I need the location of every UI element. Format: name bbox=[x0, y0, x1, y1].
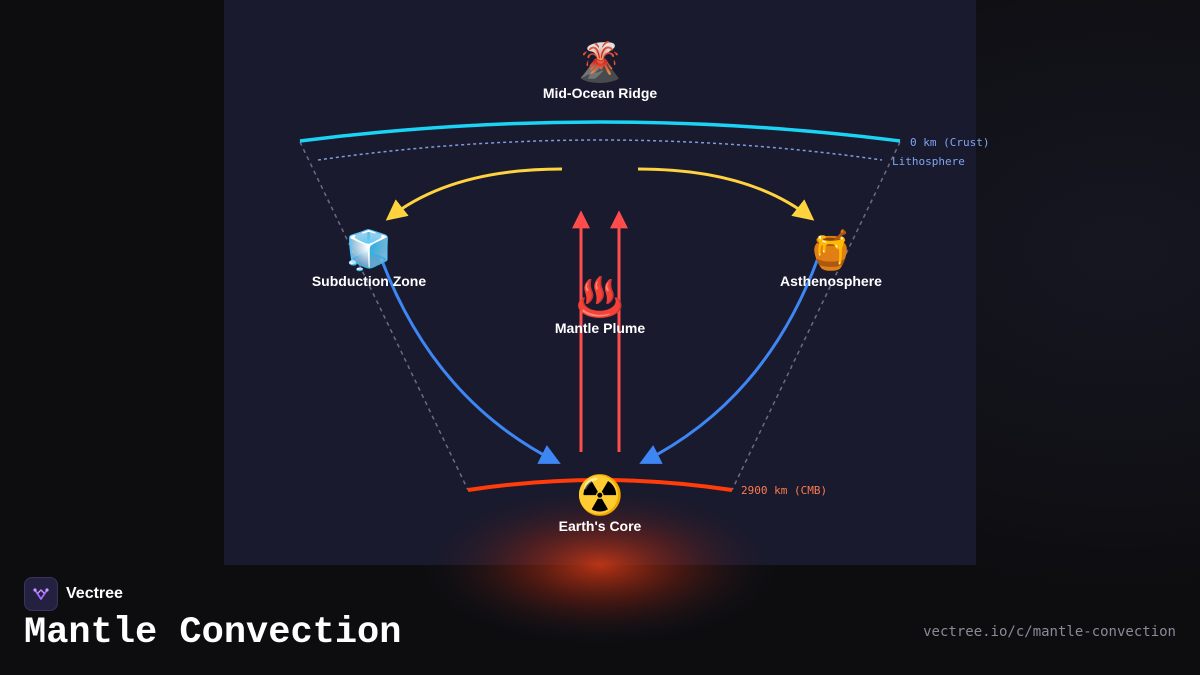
node-subduction-zone[interactable]: 🧊 Subduction Zone bbox=[259, 228, 479, 290]
hot-springs-icon: ♨️ bbox=[576, 275, 624, 319]
node-asthenosphere[interactable]: 🍯 Asthenosphere bbox=[721, 228, 941, 290]
brand[interactable]: Vectree bbox=[24, 577, 123, 611]
node-earths-core[interactable]: ☢️ Earth's Core bbox=[490, 473, 710, 535]
crust-arc bbox=[299, 120, 901, 143]
node-label: Earth's Core bbox=[558, 518, 642, 534]
core-glow bbox=[420, 485, 780, 645]
honey-pot-icon: 🍯 bbox=[807, 228, 855, 272]
spreading-arrow-right bbox=[637, 167, 815, 221]
volcano-icon: 🌋 bbox=[576, 40, 624, 84]
diagram-canvas bbox=[299, 120, 901, 645]
cmb-depth-label: 2900 km (CMB) bbox=[741, 484, 828, 497]
radioactive-icon: ☢️ bbox=[576, 473, 624, 517]
left-boundary-line bbox=[299, 141, 469, 491]
footer: Vectree Mantle Convection vectree.io/c/m… bbox=[0, 565, 1200, 675]
cmb-arc bbox=[467, 478, 733, 492]
lithosphere-label: Lithosphere bbox=[892, 155, 965, 168]
diagram-panel: 0 km (Crust) Lithosphere 2900 km (CMB) 🌋… bbox=[224, 0, 989, 645]
right-boundary-line bbox=[731, 141, 901, 491]
brand-name: Vectree bbox=[66, 585, 123, 602]
vectree-logo-icon bbox=[24, 577, 58, 611]
node-mid-ocean-ridge[interactable]: 🌋 Mid-Ocean Ridge bbox=[490, 40, 710, 102]
lithosphere-arc bbox=[317, 139, 883, 161]
node-label: Subduction Zone bbox=[311, 273, 427, 289]
node-label: Asthenosphere bbox=[780, 273, 882, 289]
sinking-arrow-right bbox=[639, 257, 820, 464]
node-label: Mid-Ocean Ridge bbox=[542, 85, 658, 101]
node-label: Mantle Plume bbox=[554, 320, 646, 336]
page-title: Mantle Convection bbox=[24, 612, 402, 654]
node-mantle-plume[interactable]: ♨️ Mantle Plume bbox=[490, 275, 710, 337]
sinking-arrow-left bbox=[379, 257, 561, 464]
crust-depth-label: 0 km (Crust) bbox=[910, 136, 990, 149]
page-url-link[interactable]: vectree.io/c/mantle-convection bbox=[923, 624, 1176, 640]
spreading-arrow-left bbox=[385, 167, 563, 221]
ice-cube-icon: 🧊 bbox=[345, 228, 393, 272]
